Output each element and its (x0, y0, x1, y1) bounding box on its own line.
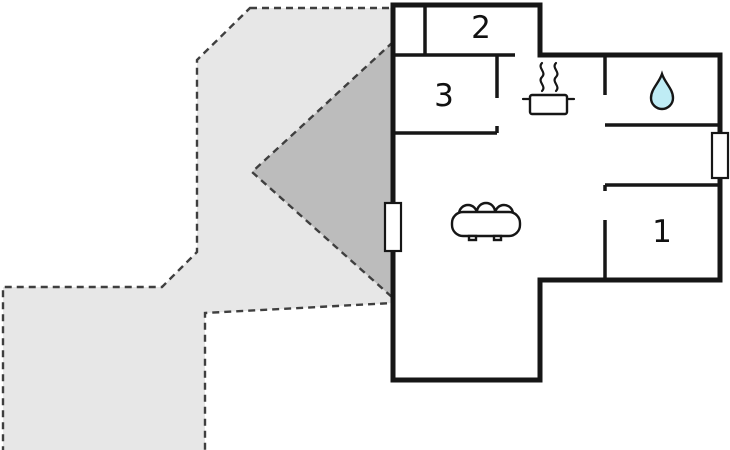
sofa-seat (450, 210, 522, 238)
sofa-leg (467, 234, 478, 242)
water-drop-icon (649, 70, 675, 111)
sofa-icon (450, 201, 522, 242)
window-right (710, 131, 730, 180)
steam-icon (553, 61, 559, 93)
pot-body (528, 93, 569, 116)
house-outer-wall (390, 2, 723, 383)
sofa-leg (492, 234, 503, 242)
room-3-label: 3 (434, 78, 454, 114)
steam-icon (539, 61, 545, 93)
room-1-label: 1 (652, 214, 672, 250)
room-2-label: 2 (471, 10, 491, 46)
window-left (383, 201, 403, 253)
interior-walls (393, 5, 720, 280)
cooking-pot-icon (521, 61, 576, 116)
